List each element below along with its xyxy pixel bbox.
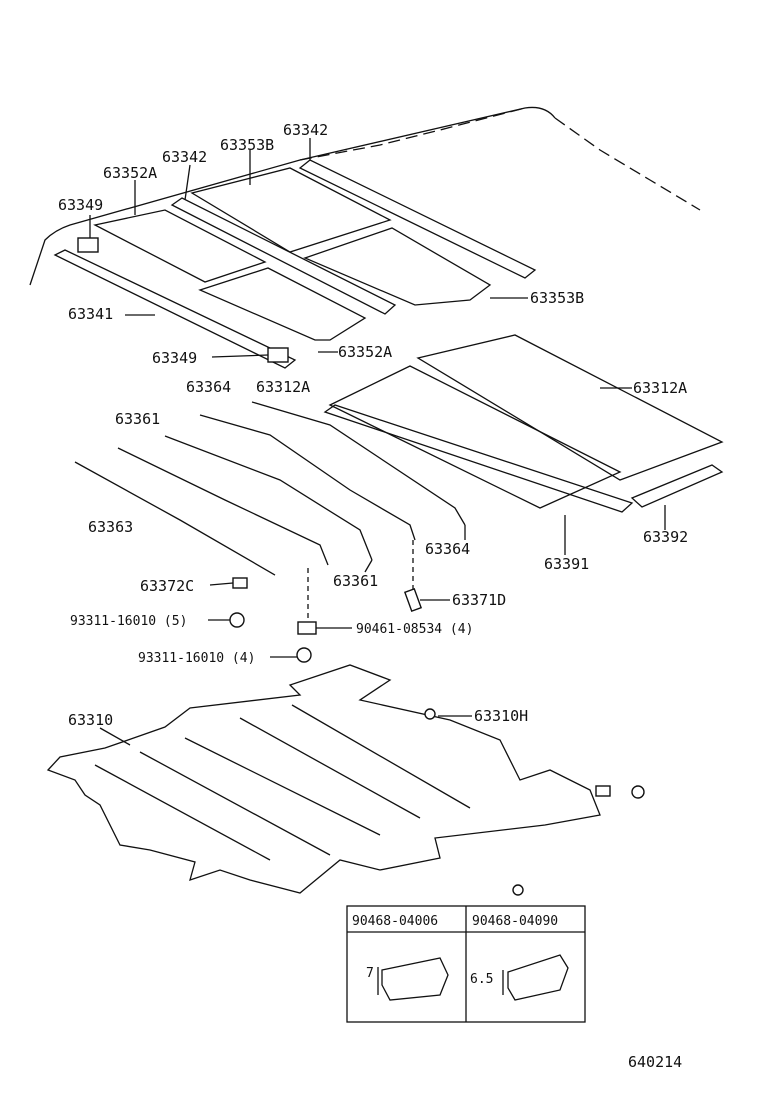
label-63349-mid: 63349: [152, 349, 197, 367]
label-63342-left: 63342: [162, 148, 207, 166]
panel-63312a-left: [328, 365, 622, 509]
label-63341: 63341: [68, 305, 113, 323]
label-63312a-right: 63312A: [633, 379, 687, 397]
rod-63364-right: [251, 401, 466, 526]
clip-right-small: [595, 785, 611, 797]
leader-lines: [89, 138, 666, 746]
label-63312a-left: 63312A: [256, 378, 310, 396]
headliner-rib-5: [291, 704, 471, 809]
label-63352a-mid: 63352A: [338, 343, 392, 361]
clip-63349-top: [77, 237, 99, 253]
table-col1: 90468-04006: [352, 914, 438, 929]
rod-63363: [74, 461, 276, 576]
label-93311-4: 93311-16010 (4): [138, 651, 255, 666]
label-63342-top: 63342: [283, 121, 328, 139]
clip-63349-mid: [267, 347, 289, 363]
table-ring-icon: [512, 884, 524, 896]
label-63364-left: 63364: [186, 378, 231, 396]
rod-63361-right: [164, 435, 373, 561]
headliner-rib-4: [239, 717, 421, 819]
headliner-rib-2: [139, 751, 331, 856]
headliner-rib-1: [94, 764, 271, 861]
label-63349-top: 63349: [58, 196, 103, 214]
clip-63372c: [232, 577, 248, 589]
label-63371d: 63371D: [452, 591, 506, 609]
label-63363: 63363: [88, 518, 133, 536]
table-col2: 90468-04090: [472, 914, 558, 929]
label-63372c: 63372C: [140, 577, 194, 595]
label-63364-right: 63364: [425, 540, 470, 558]
clip-63310h: [424, 708, 436, 720]
rod-63364-left: [199, 414, 416, 541]
label-90461: 90461-08534 (4): [356, 622, 473, 637]
cap-63371d: [403, 587, 423, 613]
label-63352a-top: 63352A: [103, 164, 157, 182]
seal-63391: [323, 404, 634, 513]
label-63353b-right: 63353B: [530, 289, 584, 307]
roof-panel-63353b-top: [190, 167, 392, 253]
clip-90468-04090: [507, 954, 569, 1001]
roof-panel-63353b-right: [303, 227, 492, 306]
label-63310h: 63310H: [474, 707, 528, 725]
headliner-63310: [46, 664, 601, 894]
label-63361-left: 63361: [115, 410, 160, 428]
label-63391: 63391: [544, 555, 589, 573]
clip-right-ring: [631, 785, 645, 799]
seal-63392: [630, 464, 724, 508]
roof-rail-mid: [170, 197, 397, 315]
table-dim1: 7: [366, 966, 374, 981]
label-93311-5: 93311-16010 (5): [70, 614, 187, 629]
roof-panel-63352a-mid: [198, 267, 367, 341]
screw-93311-5: [229, 612, 245, 628]
roof-outline: [29, 106, 556, 286]
panel-63312a-right: [416, 334, 724, 481]
roof-panel-63352a-top: [93, 209, 267, 283]
table-dim2: 6.5: [470, 972, 493, 987]
label-63353b-top: 63353B: [220, 136, 274, 154]
screw-93311-4: [296, 647, 312, 663]
diagram-code: 640214: [628, 1053, 682, 1071]
clip-90468-04006: [381, 957, 449, 1001]
headliner-rib-3: [184, 737, 381, 836]
label-63310: 63310: [68, 711, 113, 729]
roof-rail-63341: [53, 249, 297, 369]
roof-outline-dashed: [299, 107, 701, 211]
nut-90461: [297, 621, 317, 635]
rod-63361-left: [117, 447, 329, 566]
label-63392: 63392: [643, 528, 688, 546]
label-63361-right: 63361: [333, 572, 378, 590]
clip-variants-table: 90468-04006 90468-04090 7 6.5: [346, 884, 586, 1023]
roof-rail-top: [298, 159, 537, 279]
